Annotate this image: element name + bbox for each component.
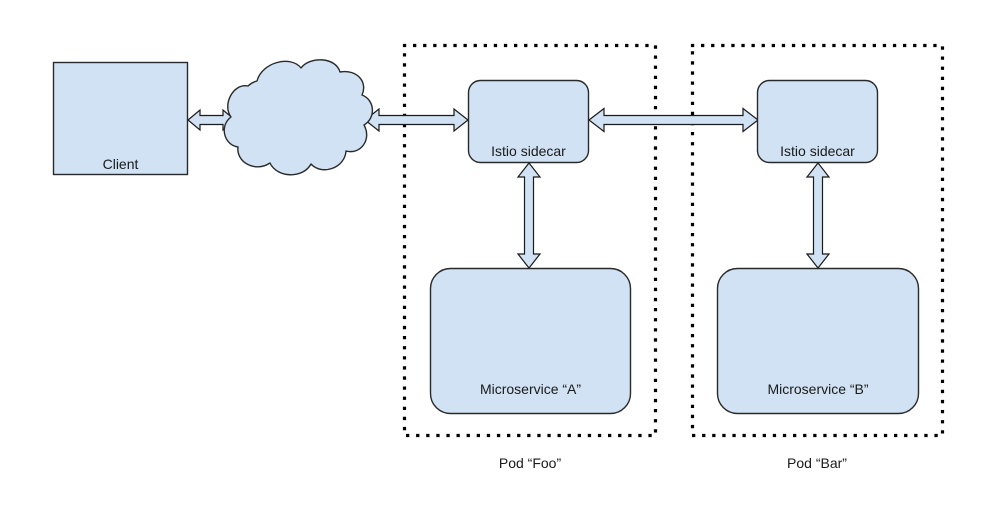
sidecar-foo-label: Istio sidecar <box>491 143 566 159</box>
microservice-b-label: Microservice “B” <box>767 381 868 397</box>
pod-bar-group[interactable]: Pod “Bar” <box>690 43 945 472</box>
client-box <box>52 61 189 176</box>
arrow-sidecar-foo-microservice-a <box>516 162 542 269</box>
sidecar-bar-box <box>756 79 879 164</box>
pod-foo-border <box>402 43 658 438</box>
node-network-cloud[interactable] <box>223 59 374 176</box>
node-sidecar-bar[interactable]: Istio sidecar <box>756 79 879 164</box>
connector-sidecar-foo-to-microservice-a[interactable] <box>516 162 542 269</box>
microservice-a-label: Microservice “A” <box>480 381 581 397</box>
arrow-sidecar-bar-microservice-b <box>805 162 831 269</box>
connector-sidecar-bar-to-microservice-b[interactable] <box>805 162 831 269</box>
microservice-a-box <box>429 267 632 415</box>
node-sidecar-foo[interactable]: Istio sidecar <box>467 79 590 164</box>
node-microservice-a[interactable]: Microservice “A” <box>429 267 632 415</box>
connector-network-to-sidecar-foo[interactable] <box>364 107 469 133</box>
pod-bar-label: Pod “Bar” <box>787 455 847 471</box>
microservice-b-box <box>716 267 920 415</box>
pod-foo-group[interactable]: Pod “Foo” <box>402 43 658 472</box>
pod-bar-border <box>690 43 945 438</box>
pod-foo-label: Pod “Foo” <box>499 455 562 471</box>
connector-sidecar-foo-to-sidecar-bar[interactable] <box>588 107 759 133</box>
arrow-network-sidecar-foo <box>364 107 469 133</box>
client-label: Client <box>103 156 139 172</box>
arrow-sidecar-foo-sidecar-bar <box>588 107 759 133</box>
sidecar-bar-label: Istio sidecar <box>780 143 855 159</box>
node-microservice-b[interactable]: Microservice “B” <box>716 267 920 415</box>
sidecar-foo-box <box>467 79 590 164</box>
cloud-shape <box>223 59 374 176</box>
node-client[interactable]: Client <box>52 61 189 176</box>
